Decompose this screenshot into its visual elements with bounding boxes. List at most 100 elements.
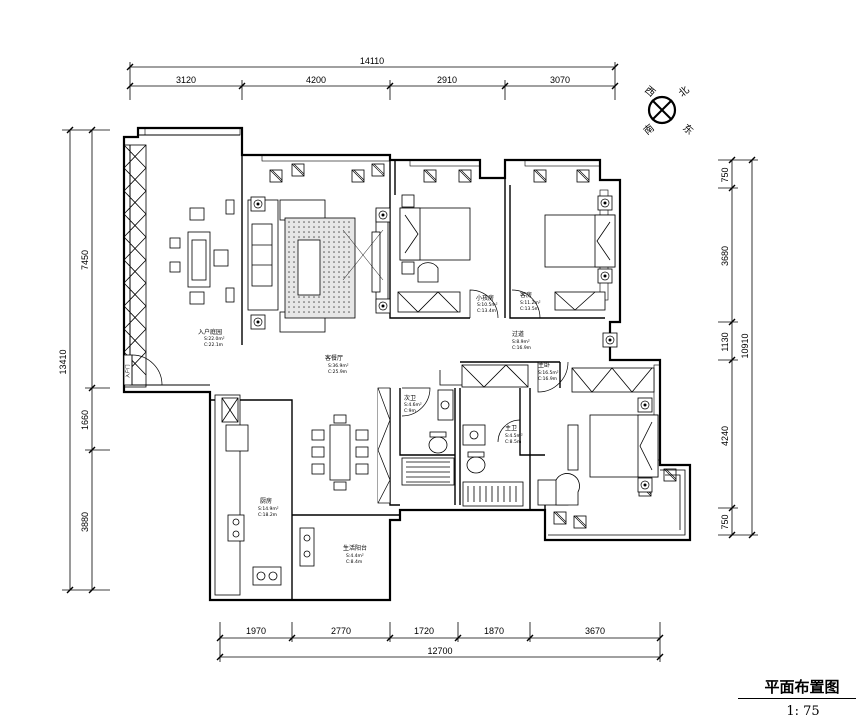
room-balcony-name: 生活阳台 [343,544,367,552]
living-plant-4 [375,298,391,314]
guest-plant-2 [597,268,613,284]
room-guest-s: S:11.2m² [520,300,541,306]
toilet-divider [439,370,462,386]
left-dimensions [62,126,110,594]
balcony-fixtures [299,527,315,567]
room-balcony-s: S:4.4m² [346,553,364,559]
dining-cabinet [377,387,391,504]
drawing-title: 平面布置图 [764,678,840,696]
bath1-door [497,419,521,443]
room-corridor-name: 过道 [512,330,524,338]
dim-bottom-5: 3670 [585,626,605,636]
living-plant-1 [250,196,266,212]
master-balcony [548,469,686,536]
compass-north: 北 [676,84,691,100]
dim-right-3: 1130 [720,332,730,351]
master-plant-1 [637,397,653,413]
dining-table [311,414,369,491]
master-bed [537,367,659,506]
window-chair-11 [553,511,567,525]
bath1-fixtures [462,424,524,507]
room-corridor-c: C:16.9m [512,345,531,351]
room-master-name: 主卧 [538,361,550,369]
dim-right-total: 10910 [740,333,750,358]
corridor-cabinet [461,364,529,388]
dim-bottom-3: 1720 [414,626,434,636]
compass-west: 西 [642,85,657,100]
guest-plant-1 [597,195,613,211]
room-bath2-c: C:9m [404,408,416,414]
dim-left-2: 1660 [80,410,90,430]
room-kitchen-name: 厨房 [260,497,272,505]
living-room-carpet-dots [288,221,350,313]
dim-top-total: 14110 [360,56,384,66]
dim-top-3: 2910 [437,75,457,85]
bath2-fixtures [401,389,455,486]
dim-bottom-4: 1870 [484,626,504,636]
right-dimensions [718,156,758,539]
room-bath2-s: S:4.6m² [404,402,422,408]
dim-top-4: 3070 [550,75,570,85]
kitchen-counter [214,394,282,596]
window-chair-4 [371,163,385,177]
room-entry-garden-name: 入户庭园 [198,328,222,336]
bath2-door [401,387,431,417]
dim-top-2: 4200 [306,75,326,85]
room-living-s: S:36.9m² [328,363,349,369]
entry-door-tag: 入户门 [124,364,131,378]
room-living-name: 客餐厅 [325,354,343,362]
room-bath1-c: C:8.5m [505,439,521,445]
compass-east: 东 [680,121,696,137]
room-kitchen-c: C:18.2m [258,512,277,518]
window-chair-2 [291,163,305,177]
living-plant-3 [375,207,391,223]
living-plant-2 [250,314,266,330]
tea-table-set [169,199,235,305]
window-chair-12 [573,515,587,529]
room-kitchen-s: S:14.9m² [258,506,279,512]
entry-door [123,354,163,386]
dim-top-1: 3120 [176,75,196,85]
dim-left-total: 13410 [58,349,68,374]
dim-right-2: 3680 [720,246,730,266]
room-entry-garden-s: S:22.0m² [204,336,225,342]
master-plant-2 [637,477,653,493]
room-study-s: S:10.5m² [477,302,498,308]
room-master-c: C:16.9m [538,376,557,382]
window-chair-3 [351,169,365,183]
dim-bottom-1: 1970 [246,626,266,636]
room-entry-garden-c: C:22.1m [204,342,223,348]
room-bath1-s: S:4.5m² [505,433,523,439]
top-dimensions [126,62,619,100]
window-chair-6 [458,169,472,183]
study-bed [397,194,471,313]
drawing-scale: 1: 75 [786,704,820,719]
living-room-furniture [247,199,389,333]
title-underline [738,698,856,699]
dim-right-1: 750 [720,167,730,182]
bottom-dimensions [216,622,664,662]
room-bath1-name: 主卫 [505,424,517,432]
dim-bottom-2: 2770 [331,626,351,636]
dim-left-3: 3880 [80,512,90,532]
entry-garden-window [123,144,147,388]
window-chair-1 [269,169,283,183]
dim-right-5: 750 [720,514,730,529]
master-door [537,361,569,393]
dim-left-1: 7450 [80,250,90,270]
room-bath2-name: 次卫 [404,394,416,402]
corridor-plant [602,332,618,348]
guest-door [511,289,541,319]
guest-bed [544,214,616,311]
window-chair-8 [576,169,590,183]
dim-bottom-total: 12700 [427,646,452,656]
compass-rose [647,95,677,125]
window-chair-5 [423,169,437,183]
room-living-c: C:25.9m [328,369,347,375]
dim-right-4: 4240 [720,426,730,446]
compass-south: 南 [641,121,657,137]
room-corridor-s: S:8.9m² [512,339,530,345]
room-master-s: S:16.5m² [538,370,559,376]
room-balcony-c: C:8.4m [346,559,362,565]
